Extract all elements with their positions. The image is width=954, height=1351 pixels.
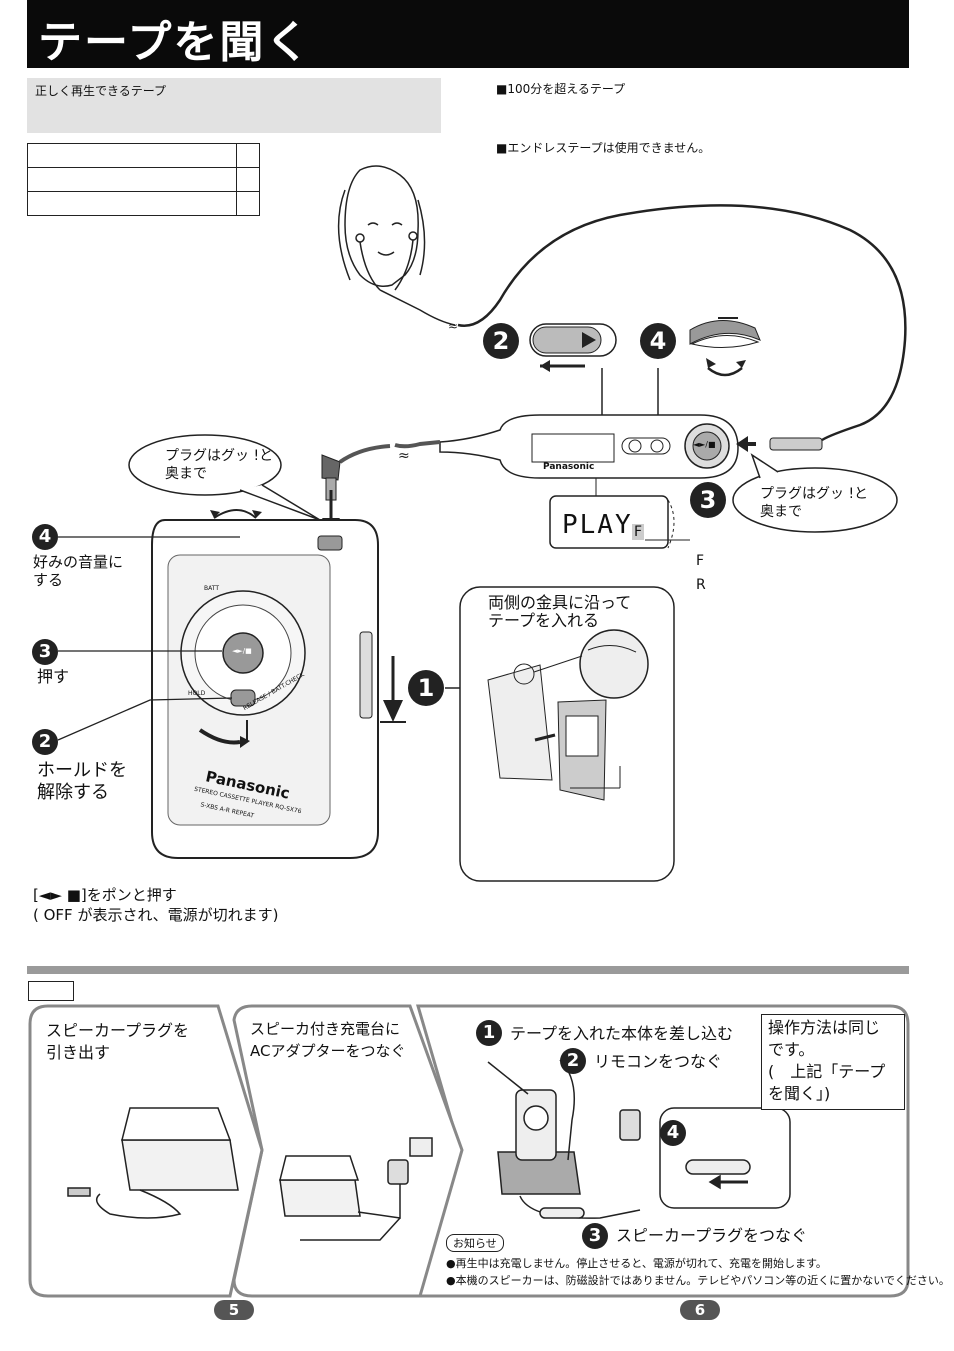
player-step2-line2: 解除する — [37, 782, 109, 803]
speaker-stand-illustration — [28, 1004, 910, 1298]
cassette-insert-illustration — [487, 629, 649, 801]
table-row — [27, 167, 260, 192]
page-number-right: 6 — [680, 1300, 720, 1320]
cassette-player-illustration — [151, 509, 379, 859]
bottom-step1-badge: 1 — [476, 1020, 502, 1046]
panel1-line2: 引き出す — [46, 1043, 111, 1062]
notice-line1: ●再生中は充電しません。停止させると、電源が切れて、充電を開始します。 — [446, 1257, 827, 1270]
remote-illustration: ≈ — [338, 414, 739, 500]
insert-line1: 両側の金具に沿って — [488, 593, 632, 612]
speech-bubble-right — [732, 467, 898, 533]
bottom-step4-badge: 4 — [660, 1120, 686, 1146]
page-title: テープを聞く — [38, 17, 312, 68]
remote-step3-badge: 3 — [690, 482, 726, 518]
panel1-line1: スピーカープラグを — [46, 1021, 190, 1040]
player-step4-line1: 好みの音量に — [33, 553, 124, 571]
ops-line1: 操作方法は同じ — [768, 1018, 881, 1037]
section-divider — [27, 966, 909, 974]
ops-line3: ( 上記「テープ — [768, 1062, 886, 1081]
tape-table — [27, 143, 260, 216]
hold-switch-illustration — [529, 323, 617, 372]
ops-line2: です。 — [768, 1040, 815, 1059]
remote-brand: Panasonic — [543, 462, 595, 472]
lcd-direction: F — [632, 524, 645, 540]
earphone-cord — [457, 204, 907, 442]
stop-note-line2: ( OFF が表示され、電源が切れます) — [33, 906, 279, 924]
insert-line2: テープを入れる — [488, 611, 600, 630]
insert-arrow — [380, 656, 406, 723]
volume-wheel-illustration — [689, 317, 761, 377]
table-row — [27, 191, 260, 216]
tape-box-heading: 正しく再生できるテープ — [35, 84, 167, 98]
player-hold-label: HOLD — [188, 690, 206, 697]
notice-label: お知らせ — [446, 1234, 504, 1252]
lcd-play-text: PLAY — [562, 510, 633, 540]
remote-plug-illustration — [736, 436, 823, 452]
player-center-button[interactable]: ◄►/■ — [232, 647, 252, 655]
tape-info-box: 正しく再生できるテープ — [27, 78, 441, 133]
player-batt-label: BATT — [204, 585, 219, 592]
player-step4-line2: する — [33, 571, 64, 589]
bubble-left-line1: プラグはグッ !と — [165, 448, 274, 464]
svg-text:≈: ≈ — [448, 319, 458, 333]
remote-play-button[interactable]: ◄►/■ — [693, 440, 716, 449]
note-over-100: ■100分を超えるテープ — [496, 82, 626, 96]
insert-step1-badge: 1 — [408, 670, 444, 706]
ops-line4: を聞く」) — [768, 1084, 831, 1103]
main-illustration: ≈ ≈ — [57, 165, 907, 882]
bottom-step3-text: スピーカープラグをつなぐ — [616, 1226, 808, 1245]
title-bar — [27, 0, 909, 68]
speech-bubble-left — [128, 434, 282, 496]
player-step3-text: 押す — [37, 667, 70, 686]
bubble-right-line1: プラグはグッ !と — [760, 486, 869, 502]
player-step4-badge: 4 — [32, 524, 58, 550]
notice-line2: ●本機のスピーカーは、防磁設計ではありません。テレビやパソコン等の近くに置かない… — [446, 1274, 950, 1287]
page-number-left: 5 — [214, 1300, 254, 1320]
svg-text:≈: ≈ — [398, 448, 410, 464]
bottom-step1-text: テープを入れた本体を差し込む — [510, 1024, 734, 1043]
player-step2-line1: ホールドを — [37, 760, 127, 781]
panel2-line2: ACアダプターをつなぐ — [250, 1042, 406, 1060]
direction-f-label: F — [696, 553, 705, 569]
section-label-box — [28, 981, 74, 1001]
bottom-step2-text: リモコンをつなぐ — [594, 1052, 723, 1071]
remote-step4-badge: 4 — [640, 323, 676, 359]
panel2-line1: スピーカ付き充電台に — [250, 1020, 401, 1038]
note-endless: ■エンドレステープは使用できません。 — [496, 141, 711, 155]
listener-illustration: ≈ — [337, 165, 458, 333]
bottom-step2-badge: 2 — [560, 1048, 586, 1074]
ops-note-box: 操作方法は同じ です。 ( 上記「テープ を聞く」) — [761, 1014, 905, 1110]
bubble-right-line2: 奥まで — [760, 504, 802, 520]
bottom-step3-badge: 3 — [582, 1223, 608, 1249]
stop-note-line1: [◄► ■]をポンと押す — [33, 886, 177, 904]
direction-r-label: R — [696, 577, 706, 593]
player-step3-badge: 3 — [32, 639, 58, 665]
bubble-left-line2: 奥まで — [165, 466, 207, 482]
remote-step2-badge: 2 — [483, 323, 519, 359]
player-step2-badge: 2 — [32, 729, 58, 755]
